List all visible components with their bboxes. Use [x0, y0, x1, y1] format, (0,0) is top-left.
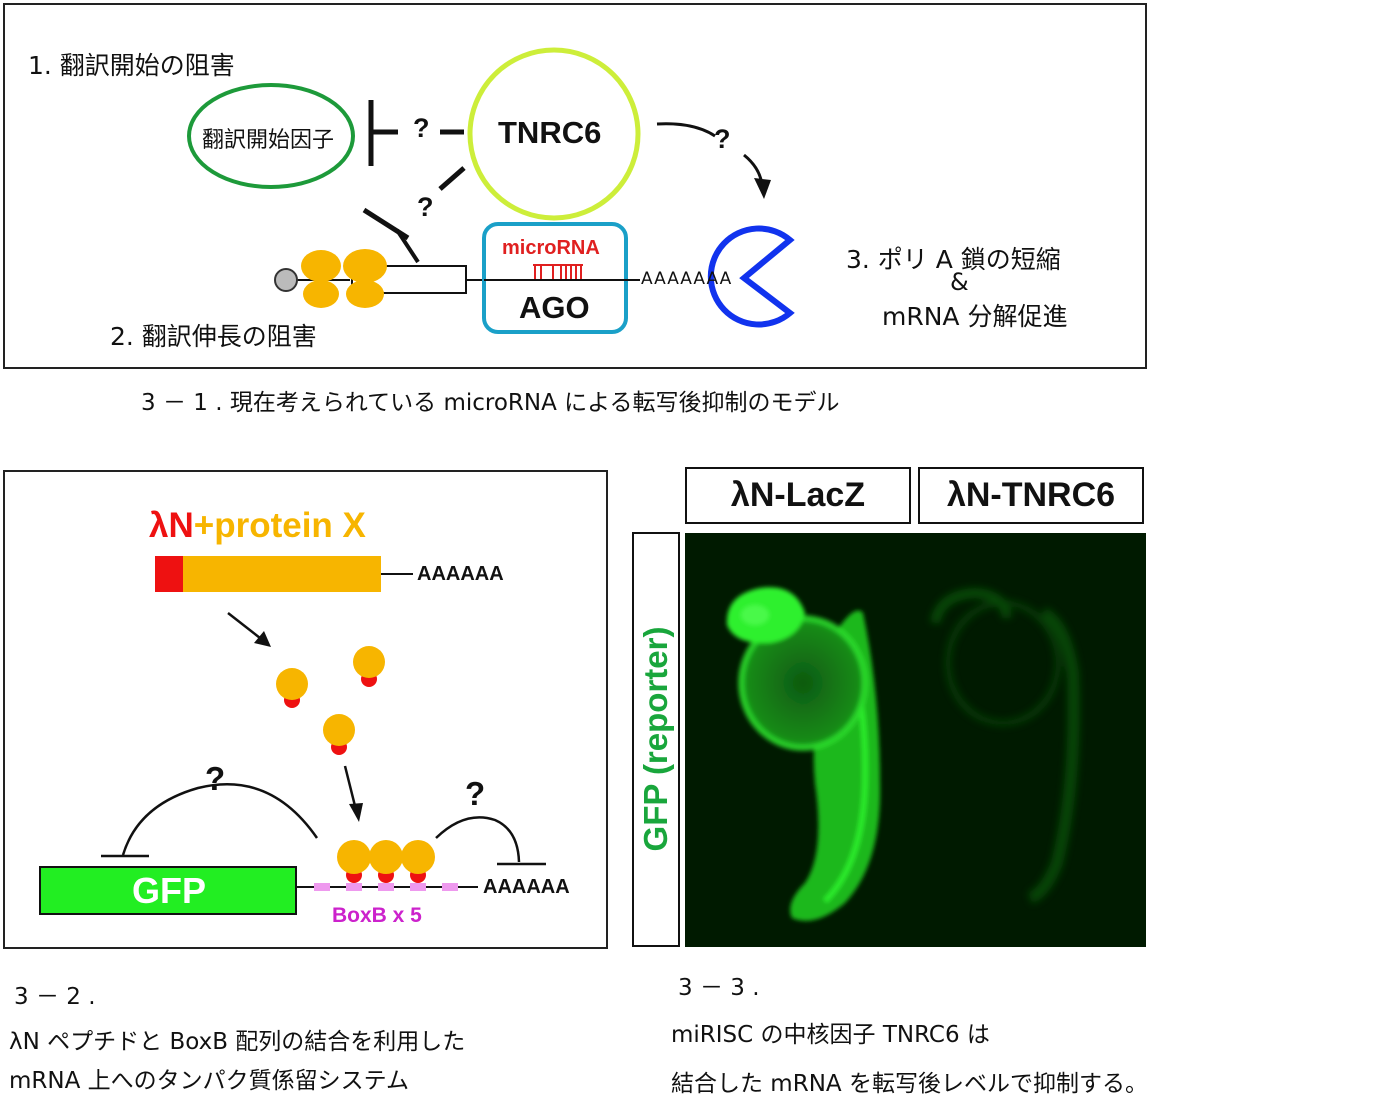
ago-label: AGO — [519, 290, 590, 325]
caption-3-2-line2: mRNA 上へのタンパク質係留システム — [9, 1068, 409, 1094]
arrow-1-head — [254, 631, 271, 647]
embryo-image — [685, 533, 1146, 947]
factor-label: 翻訳開始因子 — [202, 128, 335, 153]
step1-label: 1. 翻訳開始の阻害 — [28, 51, 235, 80]
step3-line2: mRNA 分解促進 — [882, 302, 1068, 331]
lambda-n-text: λN — [149, 506, 194, 545]
caption-3-3-line2: 結合した mRNA を転写後レベルで抑制する。 — [671, 1071, 1148, 1097]
gfp-block — [39, 866, 297, 915]
embryo-tnrc6 — [930, 587, 1080, 904]
row-label-gfp-reporter: GFP (reporter) — [637, 626, 674, 852]
caption-3-3-line1: miRISC の中核因子 TNRC6 は — [671, 1022, 990, 1048]
q-mark-3: ? — [714, 124, 731, 154]
free-protein-3 — [323, 714, 355, 746]
lambda-n-block — [155, 556, 183, 592]
boxb-sites — [314, 883, 458, 891]
caption-3-1: 3 － 1 . 現在考えられている microRNA による転写後抑制のモデル — [141, 390, 840, 416]
curved-arrow — [656, 122, 716, 138]
polya-tail-1: AAAAAAA — [641, 269, 733, 289]
header-lacz: λN-LacZ — [685, 467, 911, 524]
tethered-proteins — [337, 840, 435, 883]
ago-box — [482, 222, 628, 334]
tnrc6-circle — [467, 47, 641, 221]
step3-line1: 3. ポリ A 鎖の短縮 — [846, 245, 1061, 274]
diag-stem — [395, 228, 420, 264]
ribosome-1-bottom — [303, 280, 339, 308]
free-protein-1 — [276, 668, 308, 700]
ribosome-2-bottom — [346, 280, 384, 308]
tether-title: λN+protein X — [149, 506, 366, 546]
caption-3-3-num: 3 － 3 . — [678, 975, 760, 1001]
tnrc6-label: TNRC6 — [498, 115, 602, 150]
arrow-1-shaft — [227, 612, 261, 639]
initiation-factor-oval — [187, 83, 355, 189]
microrna-label: microRNA — [502, 237, 600, 259]
inhibit-arc-left — [121, 783, 319, 856]
tether-diagram — [39, 556, 546, 915]
protein-x-block — [183, 556, 381, 592]
q-mark-right: ? — [465, 775, 486, 812]
inhibit-arc-right — [435, 816, 521, 863]
arrow-2-head — [349, 803, 363, 822]
row-label-box — [632, 532, 680, 947]
embryo-lacz — [726, 587, 881, 921]
construct-polya: AAAAAA — [417, 563, 504, 585]
step3-amp: & — [950, 268, 969, 296]
diag-dash — [438, 166, 466, 191]
ribosome-2-top — [343, 249, 387, 283]
q-mark-left: ? — [205, 760, 226, 797]
caption-3-2-num: 3 － 2 . — [14, 984, 96, 1010]
arrow-2-shaft — [343, 765, 357, 807]
step2-label: 2. 翻訳伸長の阻害 — [110, 322, 317, 351]
deadenylase-pacman — [707, 225, 795, 328]
protein-x-text: +protein X — [193, 506, 366, 545]
q-mark-2: ? — [417, 192, 434, 222]
boxb-label: BoxB x 5 — [332, 904, 422, 927]
cap-circle — [274, 268, 298, 292]
free-protein-2 — [353, 646, 385, 678]
caption-3-2-line1: λN ペプチドと BoxB 配列の結合を利用した — [9, 1029, 466, 1055]
model-diagram — [187, 47, 795, 334]
gfp-label: GFP — [132, 870, 207, 911]
ribosome-1-top — [301, 250, 341, 282]
arrowhead — [754, 178, 771, 199]
reporter-polya: AAAAAA — [483, 876, 570, 898]
header-tnrc6: λN-TNRC6 — [918, 467, 1144, 524]
microrna-pairs — [534, 265, 582, 279]
q-mark-1: ? — [413, 113, 430, 143]
